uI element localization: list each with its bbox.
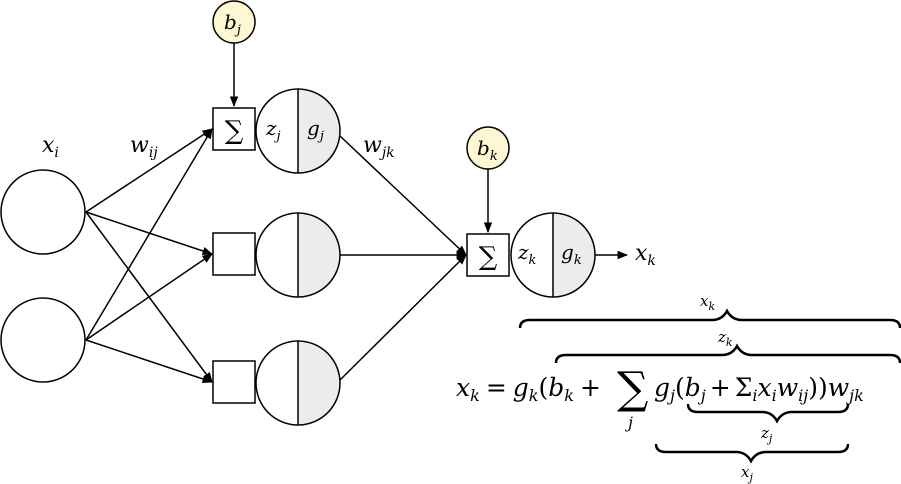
- input-hidden-edges: [85, 128, 213, 383]
- brace-bottom-outer-label: xj: [741, 463, 753, 484]
- brace-top-inner-label: zk: [717, 328, 733, 349]
- brace-bottom-inner: [686, 403, 850, 424]
- edge-h3-o: [339, 254, 467, 381]
- output-label: xk: [635, 241, 656, 269]
- brace-bottom-inner-label: zj: [760, 424, 773, 445]
- weight-ij-label: wij: [130, 133, 158, 161]
- input-node-2: [0, 297, 86, 383]
- equation-braces: [518, 308, 901, 464]
- bias-k-node: [466, 126, 510, 170]
- hidden-unit-2: [212, 212, 341, 298]
- sum-box-1: [212, 107, 256, 151]
- equation: xk=gk(bk+: [456, 373, 601, 405]
- sum-box-output: [466, 233, 510, 277]
- input-label: xi: [42, 133, 59, 161]
- z-k-label: zk: [517, 240, 537, 268]
- equation-sum-sub: j: [625, 413, 633, 432]
- g-j-label: gj: [307, 116, 324, 144]
- brace-top-outer: [518, 308, 901, 329]
- bias-j-label: bj: [224, 10, 241, 38]
- sum-symbol-1: ∑: [225, 116, 244, 146]
- bias-j-node: [212, 0, 256, 44]
- equation-sum: ∑: [617, 363, 648, 414]
- edge-i1-h1: [85, 128, 213, 213]
- sum-box-3: [212, 360, 256, 404]
- bias-k-label: bk: [477, 136, 498, 164]
- sum-symbol-output: ∑: [479, 242, 498, 272]
- edge-i2-h3: [85, 339, 213, 383]
- z-j-label: zj: [265, 116, 281, 144]
- g-k-label: gk: [561, 240, 582, 268]
- equation-rest: gj(bj+Σixiwij))wjk: [654, 373, 864, 405]
- brace-bottom-outer: [654, 443, 850, 464]
- edge-i2-h2: [85, 253, 213, 341]
- brace-top-inner: [554, 343, 901, 364]
- weight-jk-label: wjk: [363, 133, 395, 161]
- input-node-1: [0, 169, 86, 255]
- output-unit: ∑ zk gk: [466, 212, 596, 298]
- brace-top-outer-label: xk: [700, 292, 715, 313]
- edge-i2-h1: [85, 128, 213, 341]
- hidden-output-edges: [339, 135, 468, 381]
- edge-h1-o: [339, 135, 467, 256]
- edge-i1-h2: [85, 211, 213, 255]
- hidden-unit-1: ∑ zj gj: [212, 88, 341, 174]
- hidden-unit-3: [212, 340, 341, 426]
- sum-box-2: [212, 232, 256, 276]
